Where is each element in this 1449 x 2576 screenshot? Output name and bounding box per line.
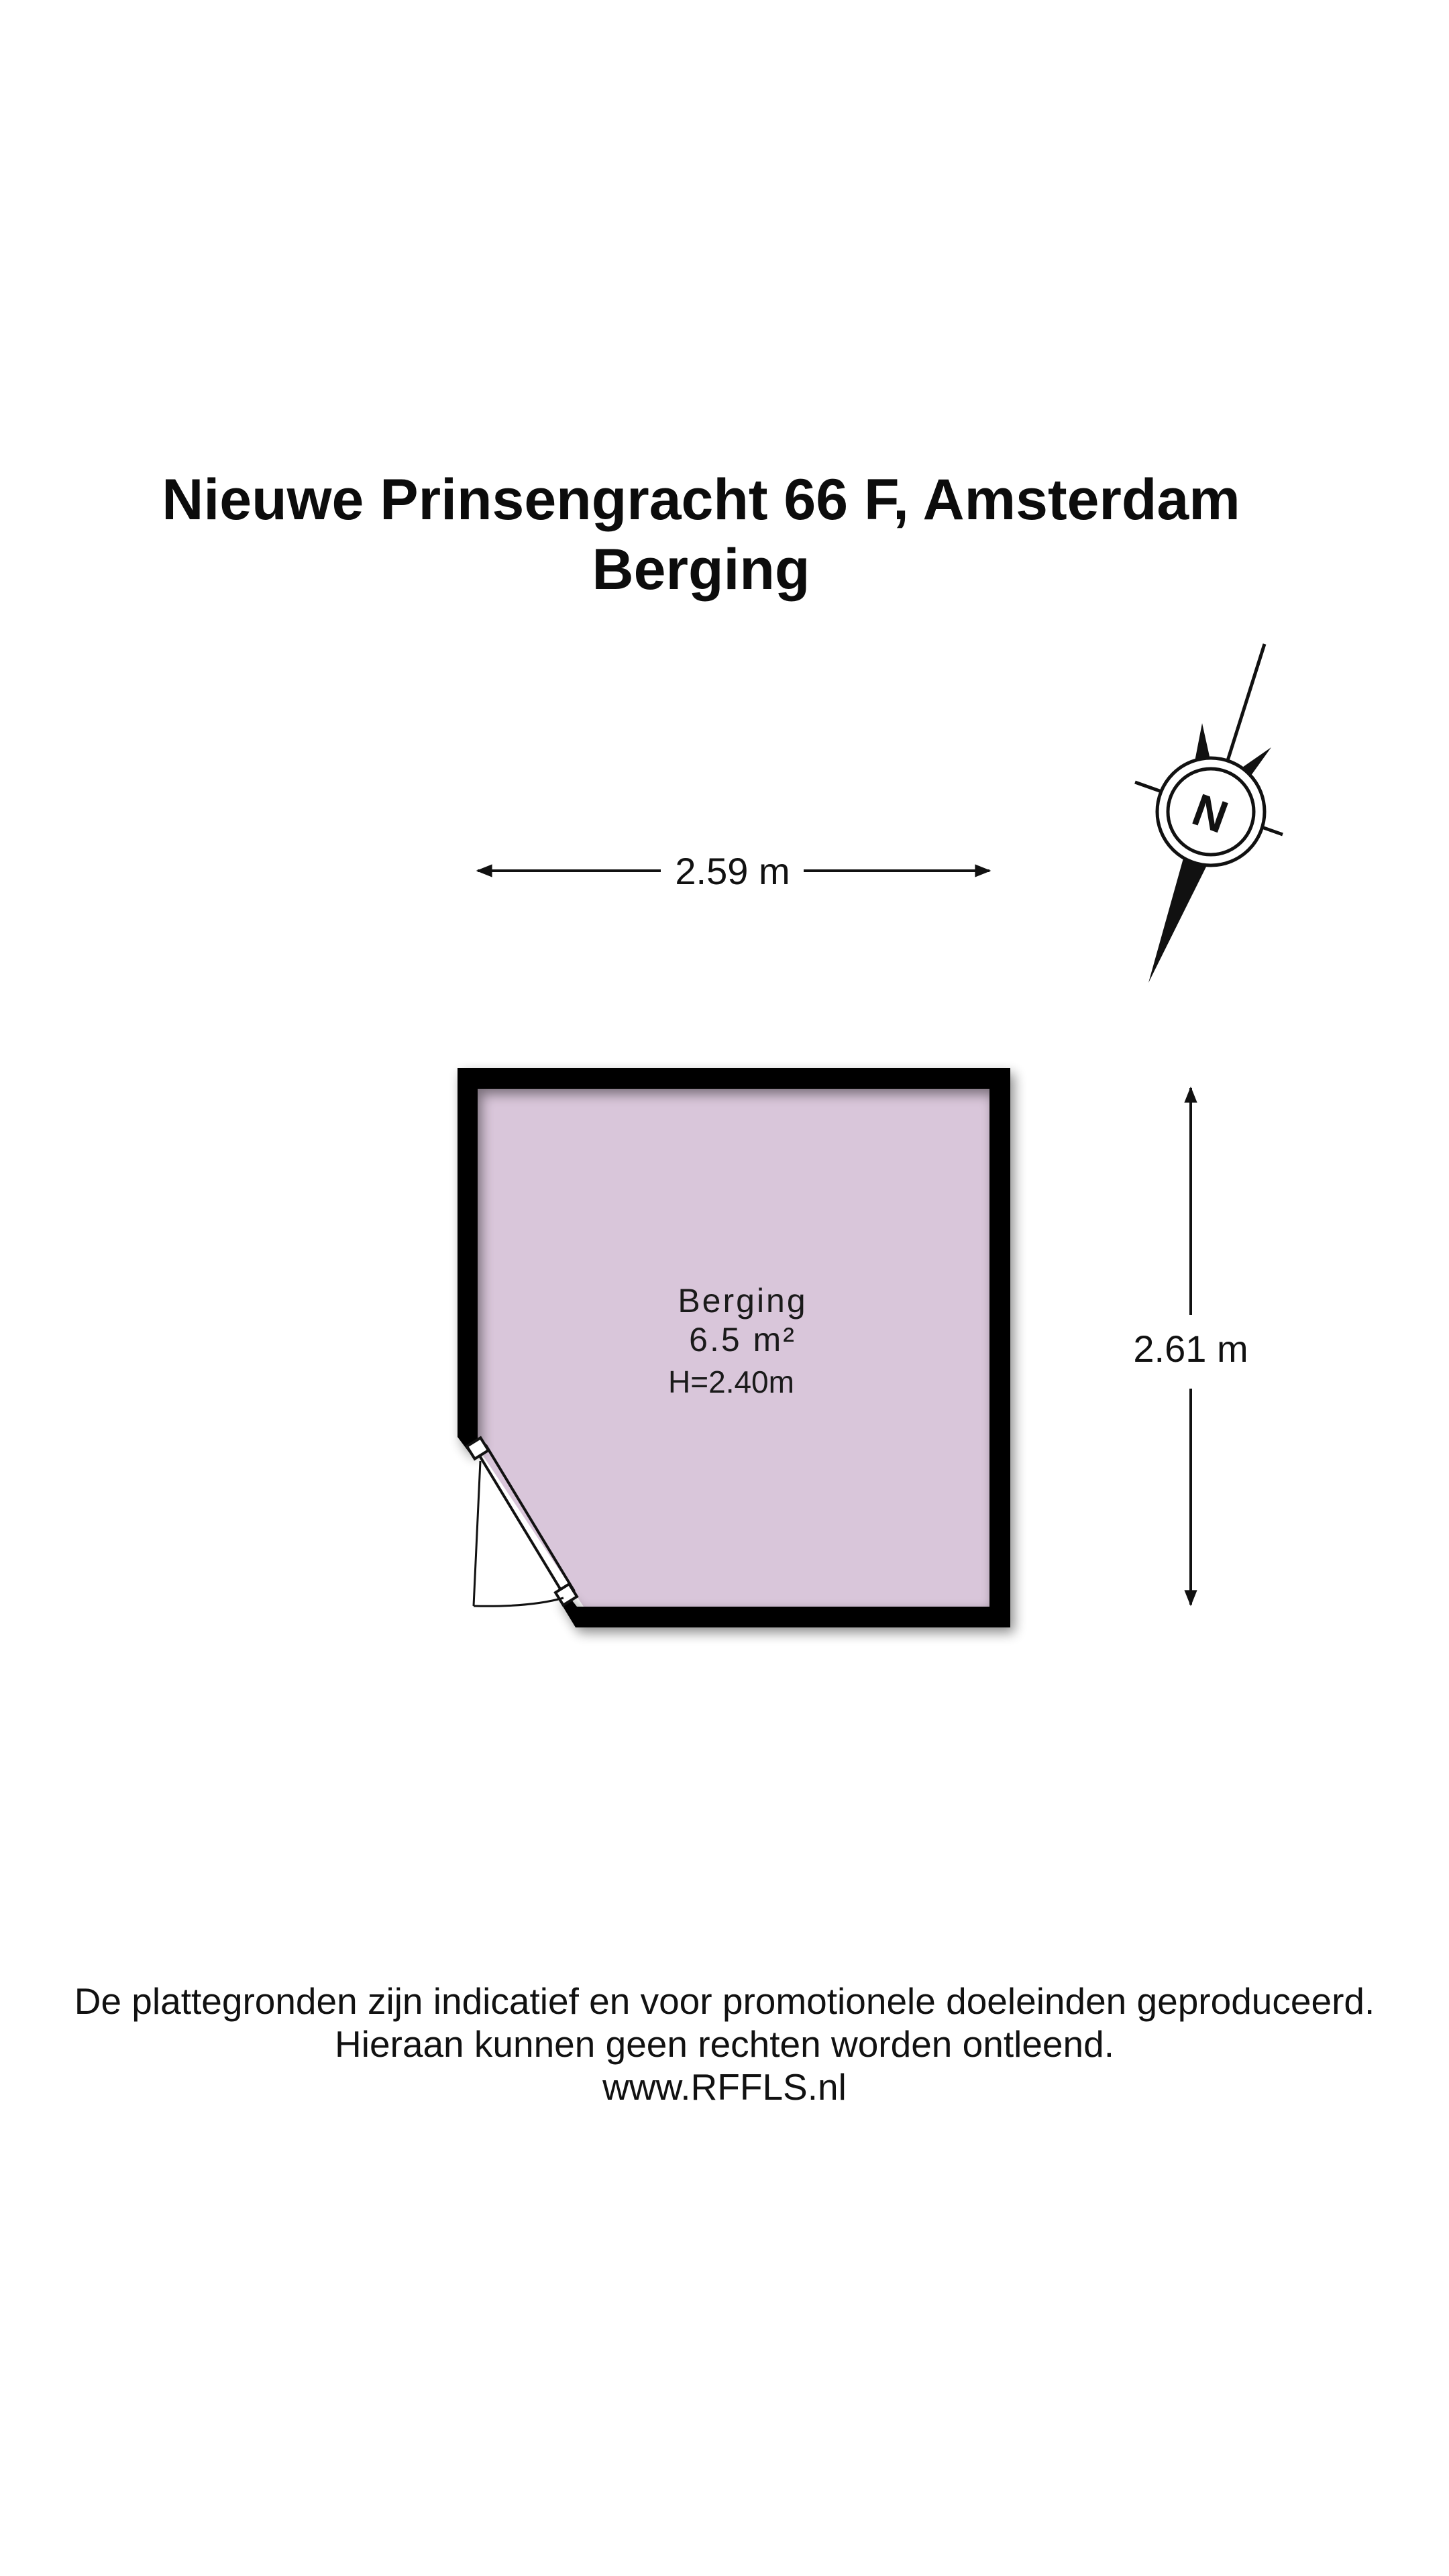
depth-dimension: 2.61 m bbox=[1133, 1086, 1248, 1607]
depth-label: 2.61 m bbox=[1133, 1328, 1248, 1370]
website-link[interactable]: www.RFFLS.nl bbox=[602, 2066, 847, 2108]
width-label: 2.59 m bbox=[675, 850, 790, 892]
disclaimer-text: De plattegronden zijn indicatief en voor… bbox=[74, 1980, 1375, 2022]
room-area: 6.5 m² bbox=[689, 1321, 796, 1358]
disclaimer-rights: Hieraan kunnen geen rechten worden ontle… bbox=[335, 2023, 1114, 2065]
room-floor bbox=[478, 1089, 989, 1607]
width-dimension: 2.59 m bbox=[476, 850, 991, 892]
entrance-door bbox=[465, 1436, 579, 1607]
floor-name: Berging bbox=[592, 537, 810, 602]
compass-north-icon: N bbox=[1134, 643, 1283, 983]
room-height: H=2.40m bbox=[668, 1364, 794, 1399]
page-title: Nieuwe Prinsengracht 66 F, Amsterdam bbox=[162, 468, 1240, 532]
room-name: Berging bbox=[678, 1282, 807, 1320]
